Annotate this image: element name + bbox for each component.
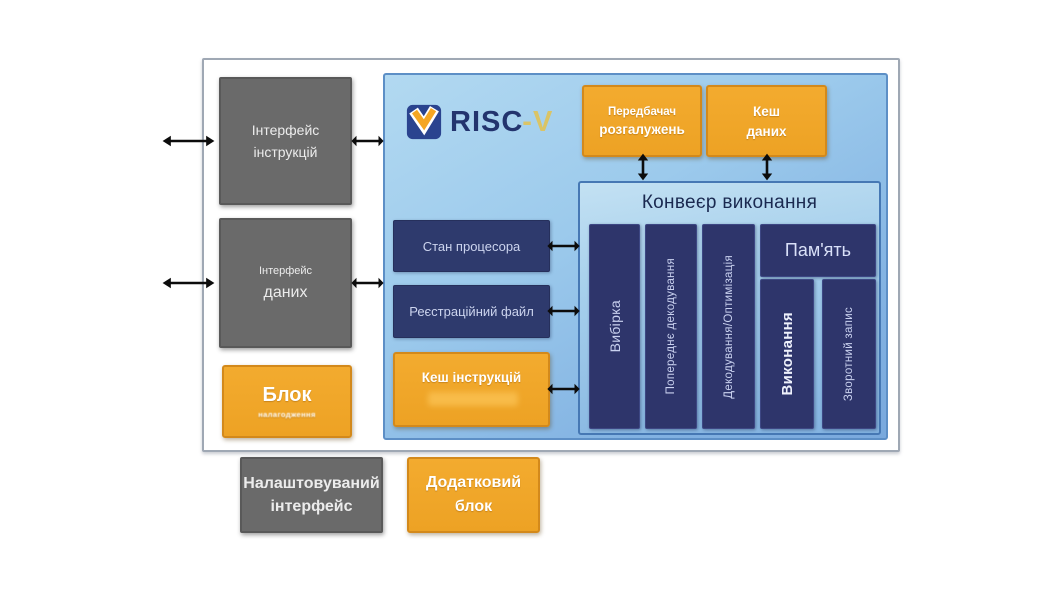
register-file-pipeline-arrow [547,305,580,317]
branch-predictor-line1: Передбачач [607,105,677,118]
erased-text-smudge [428,392,518,406]
data-cache-pipeline-arrow [761,153,773,181]
additional-block-line1: Додатковий [425,474,522,491]
branch-predictor-line2: розгалужень [599,121,685,137]
pipeline-stage-predecode: Попереднє декодування [645,224,697,429]
pipeline-stage-writeback-label: Зворотний запис [843,306,855,402]
branch-predictor-block: Передбачач розгалужень [582,85,702,157]
instruction-cache-label: Кеш інструкцій [421,370,522,385]
debug-block-line1: Блок [262,384,312,406]
instruction-interface-block: Інтерфейс інструкцій [219,77,352,205]
data-interface-core-arrow [351,277,384,289]
pipeline-stage-writeback: Зворотний запис [822,279,876,429]
additional-block: Додатковий блок [407,457,540,533]
pipeline-stage-predecode-label: Попереднє декодування [665,258,677,395]
risc-v-logo: RISC -V [405,101,553,143]
configurable-interface-block: Налаштовуваний інтерфейс [240,457,383,533]
data-cache-line2: даних [746,123,787,139]
additional-block-line2: блок [454,498,493,515]
register-file-block: Реєстраційний файл [393,285,550,338]
instruction-interface-core-arrow [351,135,384,147]
risc-v-logo-icon [405,103,443,141]
pipeline-stage-decode-optimize: Декодування/Оптимізація [702,224,755,429]
risc-v-logo-text: RISC [450,105,524,138]
configurable-interface-line1: Налаштовуваний [243,474,380,492]
data-cache-block: Кеш даних [706,85,827,157]
execution-pipeline: Конвеєр виконання Вибірка Попереднє деко… [578,181,881,435]
configurable-interface-line2: інтерфейс [270,497,353,515]
data-interface-block: Інтерфейс даних [219,218,352,348]
data-interface-line1: Інтерфейс [258,264,313,277]
pipeline-stage-fetch: Вибірка [589,224,640,429]
pipeline-stage-decode-optimize-label: Декодування/Оптимізація [722,254,735,399]
data-cache-line1: Кеш [753,103,780,119]
debug-block: Блок налагодження [222,365,352,438]
instruction-interface-line1: Інтерфейс [251,122,320,138]
pipeline-stage-fetch-label: Вибірка [606,300,623,353]
processor-state-pipeline-arrow [547,240,580,252]
data-interface-line2: даних [263,283,308,301]
branch-predictor-pipeline-arrow [637,153,649,181]
external-data-bus-arrow [162,277,215,289]
instruction-interface-line2: інструкцій [253,144,318,160]
instruction-cache-pipeline-arrow [547,383,580,395]
external-instruction-bus-arrow [162,135,215,147]
pipeline-stage-execute: Виконання [760,279,814,429]
pipeline-stage-memory-label: Пам'ять [784,240,852,260]
register-file-label: Реєстраційний файл [409,304,534,319]
pipeline-stage-memory: Пам'ять [760,224,876,277]
pipeline-stage-execute-label: Виконання [778,312,796,396]
pipeline-title: Конвеєр виконання [641,192,818,213]
debug-block-line2: налагодження [258,410,316,419]
processor-state-block: Стан процесора [393,220,550,272]
risc-v-logo-suffix: -V [522,105,554,138]
instruction-cache-block: Кеш інструкцій [393,352,550,427]
processor-state-label: Стан процесора [422,238,521,254]
